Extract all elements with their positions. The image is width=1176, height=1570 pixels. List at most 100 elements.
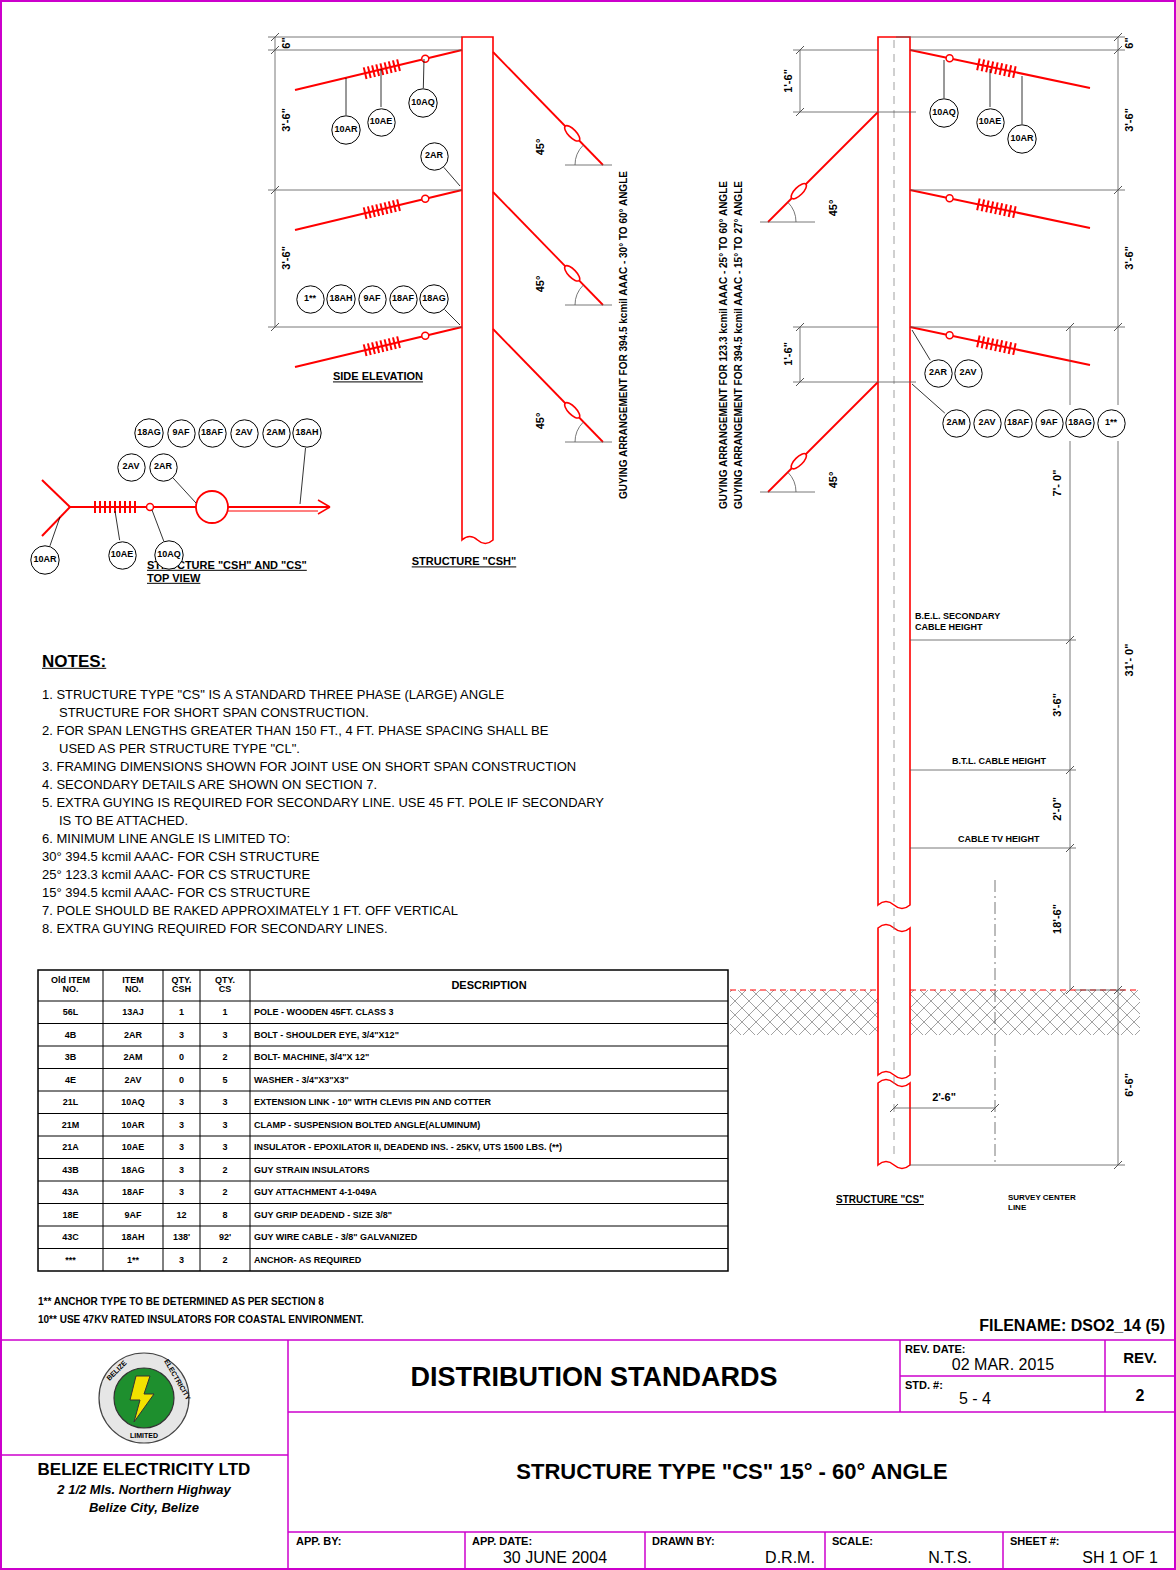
table-cell: POLE - WOODEN 45FT. CLASS 3	[254, 1007, 394, 1018]
extension-line	[268, 190, 462, 191]
angle-text: 45°	[534, 413, 547, 430]
table-rule	[38, 1113, 728, 1114]
guy-strain-insulator	[562, 123, 582, 143]
insulator-shed	[1013, 66, 1015, 78]
table-rule	[38, 1181, 728, 1182]
insulator-shed	[397, 59, 400, 71]
table-frame	[38, 970, 728, 1271]
extension-line	[793, 112, 872, 113]
dimension-text: 18'-6"	[1051, 904, 1064, 934]
notes-heading: NOTES:	[42, 652, 106, 672]
callout-circle-outline	[117, 453, 144, 480]
field-label: APP. BY:	[296, 1535, 341, 1548]
callout-number: 1**	[1105, 418, 1117, 428]
leader-line	[445, 310, 460, 325]
callout-number: 2AR	[929, 368, 947, 378]
table-cell: 10AQ	[121, 1097, 145, 1108]
conductor-string	[295, 327, 462, 367]
table-cell: 21A	[62, 1142, 79, 1153]
note-text: 25° 123.3 kcmil AAAC- FOR CS STRUCTURE	[42, 866, 742, 884]
field-label: REV.	[1123, 1349, 1157, 1367]
insulator-shed	[982, 60, 984, 72]
callout-circle-outline	[1008, 125, 1036, 153]
table-cell: 3	[179, 1187, 184, 1198]
callout-circle-outline	[332, 116, 360, 144]
extension-line	[268, 37, 462, 38]
insulator-shed	[372, 65, 375, 77]
angle-reference	[565, 442, 612, 443]
table-cell: 1**	[127, 1254, 139, 1265]
pole-center-line	[894, 40, 895, 1160]
clevis	[946, 195, 953, 202]
filename: FILENAME: DSO2_14 (5)	[979, 1316, 1165, 1335]
field-value: 2	[1136, 1386, 1145, 1405]
pole-section	[196, 491, 228, 523]
insulator-shed	[380, 203, 383, 215]
callout-circle-outline	[167, 419, 194, 446]
field-label: DRAWN BY:	[652, 1535, 715, 1548]
callout-circle: 2AR	[924, 359, 953, 388]
leader-line	[115, 511, 120, 540]
insulator-shed	[986, 337, 988, 349]
logo-text: LIMITED	[130, 1432, 158, 1440]
callout-number: 2AR	[154, 462, 172, 472]
callout-circle-outline	[135, 419, 163, 447]
table-cell: 3	[179, 1029, 184, 1040]
logo-text: BELIZE	[105, 1359, 129, 1383]
dimension-text: 6'-6"	[1123, 1073, 1136, 1097]
leader-line	[912, 330, 930, 360]
table-cell: 4E	[65, 1074, 76, 1085]
table-rule	[38, 1068, 728, 1069]
extension-line	[910, 50, 1125, 51]
table-cell: 21M	[62, 1119, 80, 1130]
angle-text: 45°	[827, 472, 840, 489]
table-rule	[38, 1226, 728, 1227]
callout-circle: 18AG	[419, 284, 449, 314]
insulator-shed	[393, 337, 396, 349]
callout-circle-outline	[420, 142, 447, 169]
leader-line	[381, 69, 382, 107]
dimension-tick	[991, 1104, 999, 1112]
guying-note: GUYING ARRANGEMENT FOR 394.5 kcmil AAAC …	[618, 171, 630, 499]
footnote: 1** ANCHOR TYPE TO BE DETERMINED AS PER …	[38, 1296, 324, 1308]
insulator-shed	[372, 205, 375, 217]
table-cell: WASHER - 3/4"X3"X3"	[254, 1074, 349, 1085]
clevis	[946, 332, 953, 339]
insulator-shed	[364, 207, 367, 219]
insulator-shed	[1000, 203, 1002, 215]
dimension-tick	[271, 323, 279, 331]
survey-center-line	[995, 880, 996, 1165]
callout-circle: 2AV	[117, 453, 146, 482]
table-header: DESCRIPTION	[451, 979, 526, 992]
note-text: 8. EXTRA GUYING REQUIRED FOR SECONDARY L…	[42, 920, 759, 938]
guy-wire	[768, 112, 878, 222]
callout-number: 18AF	[392, 294, 414, 304]
insulator-shed	[389, 61, 392, 73]
dimension-text: 3'-6"	[280, 246, 293, 270]
callout-number: 10AQ	[932, 108, 956, 118]
dimension-tick	[271, 33, 279, 41]
table-cell: 13AJ	[122, 1007, 144, 1018]
ground-hatch	[730, 990, 1140, 1035]
leader-line	[423, 59, 425, 88]
dimension-text: 3'-6"	[1123, 108, 1136, 132]
field-value: SH 1 OF 1	[1082, 1548, 1158, 1567]
clevis	[422, 332, 429, 339]
view-title: STRUCTURE "CSH"	[412, 555, 517, 568]
callout-number: 18AG	[422, 294, 446, 304]
insulator-shed	[991, 338, 993, 350]
insulator-shed	[109, 501, 111, 513]
guy-attachment-line	[872, 382, 916, 383]
callout-circle: 9AF	[167, 419, 196, 448]
table-cell: 10AE	[122, 1142, 145, 1153]
guy-grip-end	[318, 507, 330, 514]
note-text: 6. MINIMUM LINE ANGLE IS LIMITED TO:	[42, 830, 759, 848]
note-text: 3. FRAMING DIMENSIONS SHOWN FOR JOINT US…	[42, 758, 759, 776]
insulator-shed	[1009, 342, 1011, 354]
insulator-shed	[119, 501, 121, 513]
dimension-text: 6"	[1123, 37, 1136, 48]
dimension-text: 6"	[280, 37, 293, 48]
callout-number: 18AG	[1068, 418, 1092, 428]
